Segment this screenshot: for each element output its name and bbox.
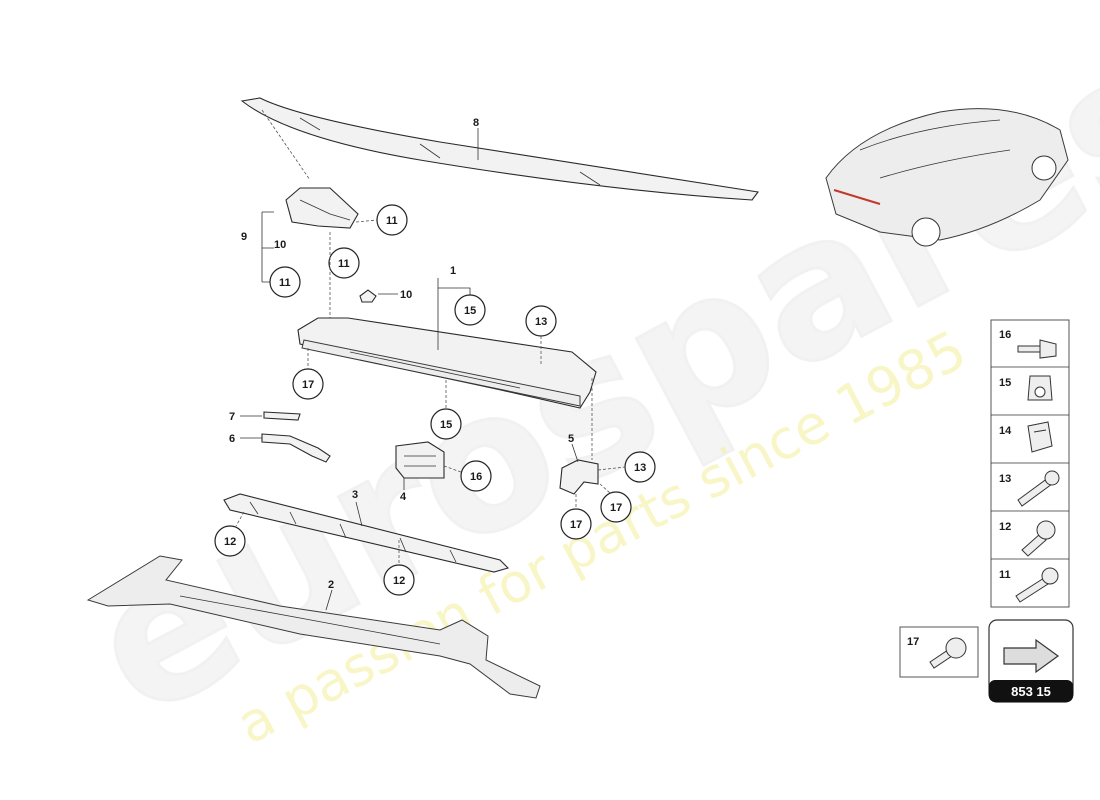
fastener-legend: 16 15 14 13 [990,319,1070,608]
callout-16-circle [460,460,492,492]
callout-11b-circle [328,247,360,279]
callout-12b: 12 [393,575,405,587]
callout-17b-circle [600,491,632,523]
legend-row-14: 14 [999,421,1053,453]
part-5-bracket [559,459,599,495]
callout-17c: 17 [570,519,582,531]
legend-number-14: 14 [999,425,1012,437]
legend-row-15: 15 [999,375,1053,401]
callout-12b-circle [383,564,415,596]
callout-9: 9 [241,231,247,243]
legend-row-12: 12 [999,520,1056,557]
fastener-17-number: 17 [907,636,919,648]
callout-13b: 13 [634,462,646,474]
legend-row-13: 13 [999,470,1060,507]
spring-clip-icon [1027,421,1053,453]
part-8-spoiler [240,97,759,201]
callout-10b: 10 [400,289,412,301]
callout-15b: 15 [440,419,452,431]
callout-11c: 11 [279,277,291,289]
callout-12a: 12 [224,536,236,548]
part-9-spoiler-mount [285,187,359,229]
hex-flange-bolt-icon [1017,339,1057,359]
callout-13a: 13 [535,316,547,328]
legend-number-12: 12 [999,521,1011,533]
callout-17c-circle [560,508,592,540]
callout-12a-circle [214,525,246,557]
part-1-trough [297,317,597,409]
callout-15a-circle [454,294,486,326]
fastener-17-box: 17 [899,626,979,678]
bolt-icon [1015,567,1059,603]
diagram-reference-number: 853 15 [1011,684,1051,699]
part-6-hose [261,433,331,463]
callout-3: 3 [352,489,358,501]
part-7-pad [263,411,301,421]
callout-2: 2 [328,579,334,591]
arrow-block-icon [1003,638,1060,674]
callout-11b: 11 [338,258,350,270]
callout-6: 6 [229,433,235,445]
callout-11a: 11 [386,215,398,227]
legend-number-11: 11 [999,569,1011,581]
legend-number-15: 15 [999,377,1011,389]
legend-frame [990,319,1070,608]
fastener-17-frame [899,626,979,678]
legend-number-16: 16 [999,329,1011,341]
flange-bolt-icon [1021,520,1056,557]
callout-8: 8 [473,117,479,129]
callout-1: 1 [450,265,456,277]
long-bolt-icon [1017,470,1060,507]
legend-row-11: 11 [999,567,1059,603]
callout-17b: 17 [610,502,622,514]
callout-4: 4 [400,491,407,503]
callout-5: 5 [568,433,574,445]
callout-7: 7 [229,411,235,423]
part-2-cover [86,555,541,699]
short-bolt-icon [929,637,967,669]
part-4-module [395,441,445,479]
part-3-rail [223,493,510,573]
callout-15b-circle [430,408,462,440]
car-thumbnail [825,108,1069,247]
legend-row-16: 16 [999,329,1057,359]
diagram-reference-tile: 853 15 [988,619,1074,703]
callout-16: 16 [470,471,482,483]
callout-15a: 15 [464,305,476,317]
callout-11c-circle [269,266,301,298]
part-10-clip [359,289,377,303]
callout-10a: 10 [274,239,286,251]
callout-17a: 17 [302,379,314,391]
clip-nut-icon [1027,375,1053,401]
legend-number-13: 13 [999,473,1011,485]
